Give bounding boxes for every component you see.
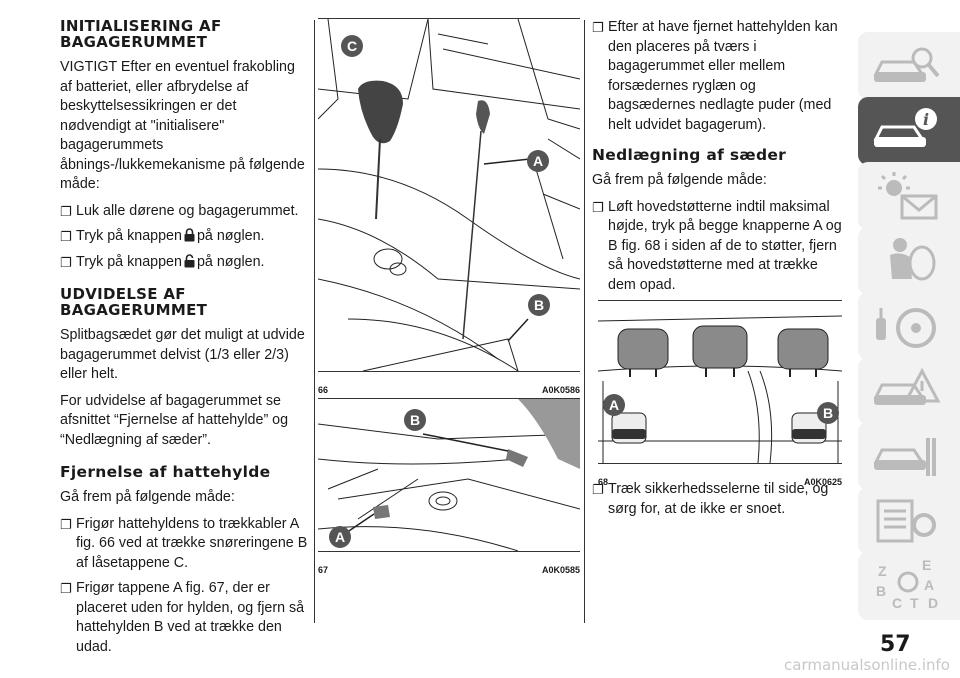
paragraph-ga-frem: Gå frem på følgende måde: [60, 489, 235, 505]
figure-68-illustration: A B [598, 315, 842, 463]
sidebar-tab-airbag-safety[interactable] [858, 225, 960, 297]
paragraph-vigtigt: VIGTIGT Efter en eventuel frakobling af … [60, 59, 305, 192]
lock-closed-icon [184, 228, 195, 242]
heading-initialisering: INITIALISERING AF BAGAGERUMMET [60, 17, 222, 51]
heading-nedlaegning: Nedlægning af sæder [592, 146, 787, 164]
footer-watermark: carmanualsonline.info [784, 656, 950, 674]
column-divider-right [584, 20, 585, 623]
paragraph-for-udvidelse: For udvidelse af bagagerummet se afsnitt… [60, 392, 289, 448]
figure-67-label-a: A [335, 529, 345, 545]
heading-udvidelse: UDVIDELSE AF BAGAGERUMMET [60, 285, 208, 319]
settings-list-icon [876, 499, 936, 543]
bullet-efter-at: Efter at have fjernet hattehylden kan de… [592, 18, 842, 135]
car-breakdown-icon [873, 367, 941, 405]
paragraph-splitbag: Splitbagsædet gør det muligt at udvide b… [60, 327, 305, 382]
figure-66-number: 66 [318, 385, 329, 395]
sidebar-tab-car-info[interactable]: i [858, 95, 960, 167]
svg-text:B: B [876, 583, 886, 599]
sidebar-tab-car-search[interactable] [858, 30, 960, 102]
bullet-tryk-2-pre: Tryk på knappen [76, 253, 182, 270]
bullet-traek: Træk sikkerhedsselerne til side, og sørg… [592, 480, 842, 519]
car-search-icon [873, 47, 940, 82]
sidebar-tab-car-breakdown[interactable] [858, 355, 960, 427]
sidebar-tab-settings-list[interactable] [858, 485, 960, 557]
svg-text:i: i [923, 110, 929, 129]
figure-66-label-b: B [534, 297, 544, 313]
svg-text:T: T [910, 595, 919, 611]
lock-open-icon [184, 253, 195, 267]
column-right: Efter at have fjernet hattehylden kan de… [592, 18, 842, 301]
figure-67-label-b: B [410, 412, 420, 428]
bullet-frigor-2: Frigør tappene A fig. 67, der er placere… [60, 579, 308, 657]
warning-lights-icon [878, 172, 938, 220]
car-info-icon: i [873, 108, 937, 147]
figure-66-label-a: A [533, 153, 543, 169]
figure-67: B A 67 A0K0585 [318, 398, 580, 575]
svg-text:C: C [892, 595, 902, 611]
page-number: 57 [880, 632, 911, 657]
figure-66: C A B 66 A0K0586 [318, 18, 580, 395]
svg-text:Z: Z [878, 563, 887, 579]
bullet-loeft: Løft hovedstøtterne indtil maksimal højd… [592, 198, 842, 296]
steering-key-icon [876, 308, 936, 348]
bullet-tryk-2-post: på nøglen. [196, 253, 265, 270]
figure-67-number: 67 [318, 565, 329, 575]
sidebar-tab-car-maintenance[interactable] [858, 420, 960, 492]
figure-68-label-b: B [823, 405, 833, 421]
svg-text:A: A [924, 577, 934, 593]
car-maintenance-icon [873, 438, 936, 476]
figure-68: A B 68 A0K0625 [598, 300, 842, 487]
sidebar-tab-warning-lights[interactable] [858, 160, 960, 232]
figure-67-code: A0K0585 [541, 565, 580, 575]
airbag-safety-icon [890, 238, 936, 281]
column-left: INITIALISERING AF BAGAGERUMMET VIGTIGT E… [60, 18, 308, 663]
sidebar-tab-steering-key[interactable] [858, 290, 960, 362]
bullet-tryk-1-post: på nøglen. [196, 228, 265, 244]
column-divider-left [314, 20, 315, 623]
column-right-bottom: Træk sikkerhedsselerne til side, og sørg… [592, 480, 842, 525]
figure-66-illustration: C A B [318, 19, 580, 371]
figure-67-illustration: B A [318, 399, 580, 551]
figure-68-label-a: A [609, 397, 619, 413]
svg-text:E: E [922, 558, 931, 573]
bullet-luk: Luk alle dørene og bagagerummet. [60, 202, 308, 222]
bullet-tryk-1-pre: Tryk på knappen [76, 228, 182, 244]
paragraph-ga-frem-2: Gå frem på følgende måde: [592, 172, 767, 188]
bullet-tryk-1: Tryk på knappen på nøglen. [60, 227, 308, 247]
figure-66-label-c: C [347, 38, 357, 54]
svg-text:D: D [928, 595, 938, 611]
heading-fjernelse: Fjernelse af hattehylde [60, 463, 271, 481]
bullet-tryk-2: Tryk på knappen på nøglen. [60, 253, 308, 273]
bullet-frigor-1: Frigør hattehyldens to trækkabler A fig.… [60, 515, 308, 574]
figure-66-code: A0K0586 [541, 385, 580, 395]
